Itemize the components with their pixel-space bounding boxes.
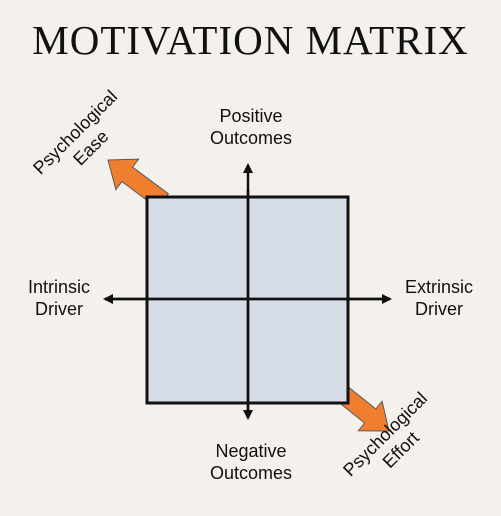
axis-label-right: Extrinsic Driver bbox=[404, 277, 473, 319]
axis-label-bottom: Negative Outcomes bbox=[209, 441, 293, 483]
page-title: MOTIVATION MATRIX bbox=[32, 17, 469, 63]
axis-label-left: Intrinsic Driver bbox=[27, 277, 90, 319]
axis-label-top: Positive Outcomes bbox=[209, 106, 293, 148]
